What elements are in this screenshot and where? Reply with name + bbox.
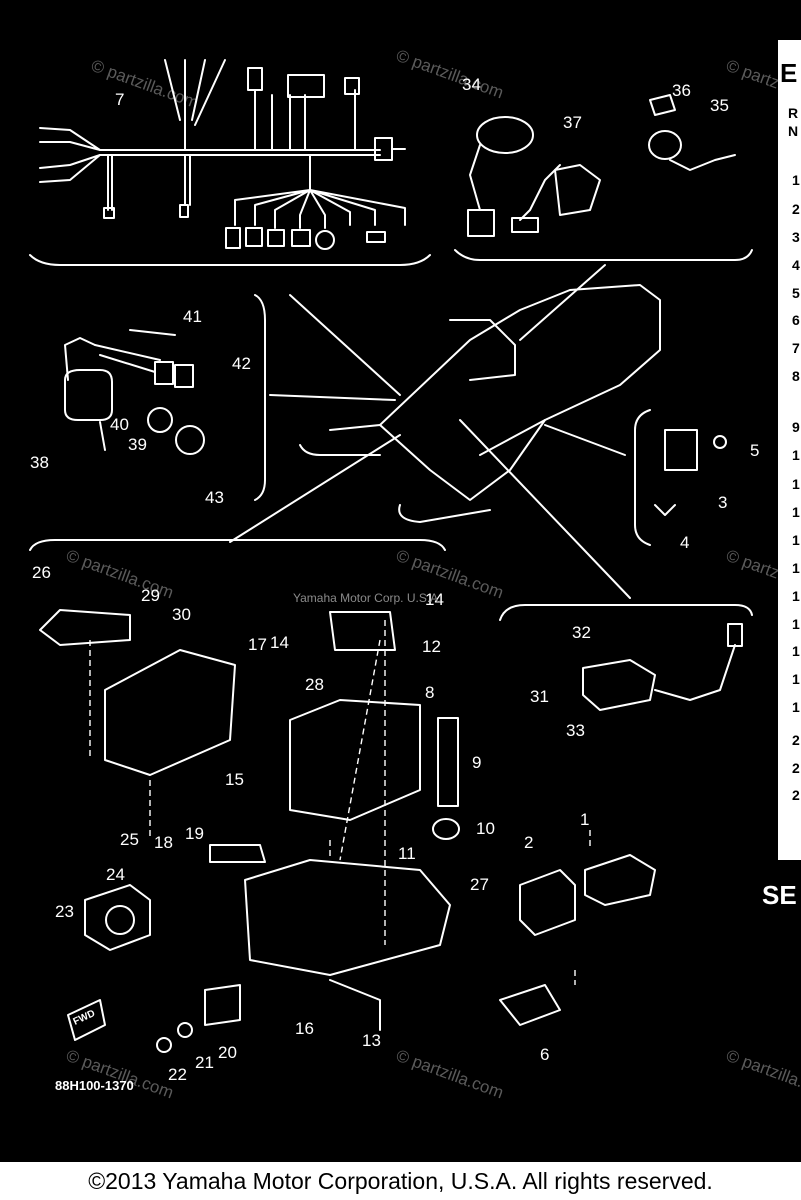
- callout: 25: [120, 830, 139, 849]
- callout: 3: [718, 493, 727, 512]
- parts-list-title-fragment: E: [780, 58, 797, 88]
- callout: 41: [183, 307, 202, 326]
- snowmobile-outline: [229, 264, 727, 599]
- callout: 11: [398, 844, 416, 863]
- watermark: © partzilla.com: [394, 46, 506, 102]
- callout: 5: [750, 441, 759, 460]
- callout: 24: [106, 865, 125, 884]
- callout: 40: [110, 415, 129, 434]
- callout: 23: [55, 902, 74, 921]
- row-number: 8: [792, 368, 800, 384]
- ignition-coil-group: [64, 294, 266, 501]
- callout: 35: [710, 96, 729, 115]
- row-number: 1: [792, 476, 800, 492]
- header-fragment: N: [788, 123, 798, 139]
- center-credit: Yamaha Motor Corp. U.S.A.: [293, 591, 442, 605]
- diagram-labels: 88H100-1370 FWD Yamaha Motor Corp. U.S.A…: [55, 591, 442, 1093]
- callout: 14: [270, 633, 289, 652]
- watermark: © partzilla.com: [394, 1046, 506, 1102]
- callout: 27: [470, 875, 489, 894]
- callout: 9: [472, 753, 481, 772]
- row-number: 1: [792, 532, 800, 548]
- callout: 30: [172, 605, 191, 624]
- callout: 14: [425, 590, 444, 609]
- callout: 16: [295, 1019, 314, 1038]
- callout: 34: [462, 75, 481, 94]
- watermark: © partzilla.com: [64, 1046, 176, 1102]
- row-number: 2: [792, 787, 800, 803]
- row-number: 1: [792, 671, 800, 687]
- callout: 8: [425, 683, 434, 702]
- row-number-column: 1 2 3 4 5 6 7 8 9 1 1 1 1 1 1 1 1 1 1 2 2 2: [792, 172, 800, 803]
- row-number: 2: [792, 732, 800, 748]
- callout: 10: [476, 819, 495, 838]
- callout: 20: [218, 1043, 237, 1062]
- copyright-footer: ©2013 Yamaha Motor Corporation, U.S.A. A…: [0, 1162, 801, 1200]
- callout: 42: [232, 354, 251, 373]
- exploded-view-svg: © partzilla.com © partzilla.com © partzi…: [29, 40, 801, 1102]
- callout: 1: [580, 810, 589, 829]
- callout: 37: [563, 113, 582, 132]
- callout: 28: [305, 675, 324, 694]
- callout: 39: [128, 435, 147, 454]
- callout: 22: [168, 1065, 187, 1084]
- callout: 2: [524, 833, 533, 852]
- wire-harness: [29, 59, 431, 266]
- section-label-fragment: SE: [762, 880, 797, 910]
- row-number: 7: [792, 340, 800, 356]
- row-number: 4: [792, 257, 800, 273]
- callout: 33: [566, 721, 585, 740]
- row-number: 1: [792, 699, 800, 715]
- row-number: 5: [792, 285, 800, 301]
- callout: 43: [205, 488, 224, 507]
- row-number: 2: [792, 201, 800, 217]
- row-number: 2: [792, 760, 800, 776]
- callout: 19: [185, 824, 204, 843]
- drawing-number: 88H100-1370: [55, 1078, 134, 1093]
- callout: 4: [680, 533, 689, 552]
- row-number: 1: [792, 643, 800, 659]
- callout: 15: [225, 770, 244, 789]
- battery-group: [29, 539, 753, 1053]
- parts-list-panel: E R N 1 2 3 4 5 6 7 8 9 1 1 1 1 1 1 1 1 1 1 2 2 2 SE: [762, 40, 801, 910]
- row-number: 1: [792, 172, 800, 188]
- header-fragment: R: [788, 105, 798, 121]
- callout: 18: [154, 833, 173, 852]
- row-number: 9: [792, 419, 800, 435]
- callout: 12: [422, 637, 441, 656]
- callout-layer: 1 2 3 4 5 6 7 8 9 10 11 12 13 14 14 15 1…: [30, 75, 759, 1084]
- callout: 17: [248, 635, 267, 654]
- callout: 29: [141, 586, 160, 605]
- callout: 7: [115, 90, 124, 109]
- callout: 6: [540, 1045, 549, 1064]
- copyright-text: ©2013 Yamaha Motor Corporation, U.S.A. A…: [88, 1167, 713, 1194]
- row-number: 1: [792, 447, 800, 463]
- parts-diagram: © partzilla.com © partzilla.com © partzi…: [0, 0, 801, 1162]
- row-number: 1: [792, 504, 800, 520]
- callout: 38: [30, 453, 49, 472]
- callout: 31: [530, 687, 549, 706]
- callout: 13: [362, 1031, 381, 1050]
- row-number: 1: [792, 616, 800, 632]
- callout: 36: [672, 81, 691, 100]
- callout: 32: [572, 623, 591, 642]
- row-number: 3: [792, 229, 800, 245]
- watermark-layer: © partzilla.com © partzilla.com © partzi…: [64, 46, 801, 1102]
- row-number: 1: [792, 560, 800, 576]
- callout: 21: [195, 1053, 214, 1072]
- watermark: © partzilla.com: [724, 1046, 801, 1102]
- row-number: 6: [792, 312, 800, 328]
- parts-list-edge: [778, 40, 801, 860]
- row-number: 1: [792, 588, 800, 604]
- switch-group: [454, 94, 753, 261]
- callout: 26: [32, 563, 51, 582]
